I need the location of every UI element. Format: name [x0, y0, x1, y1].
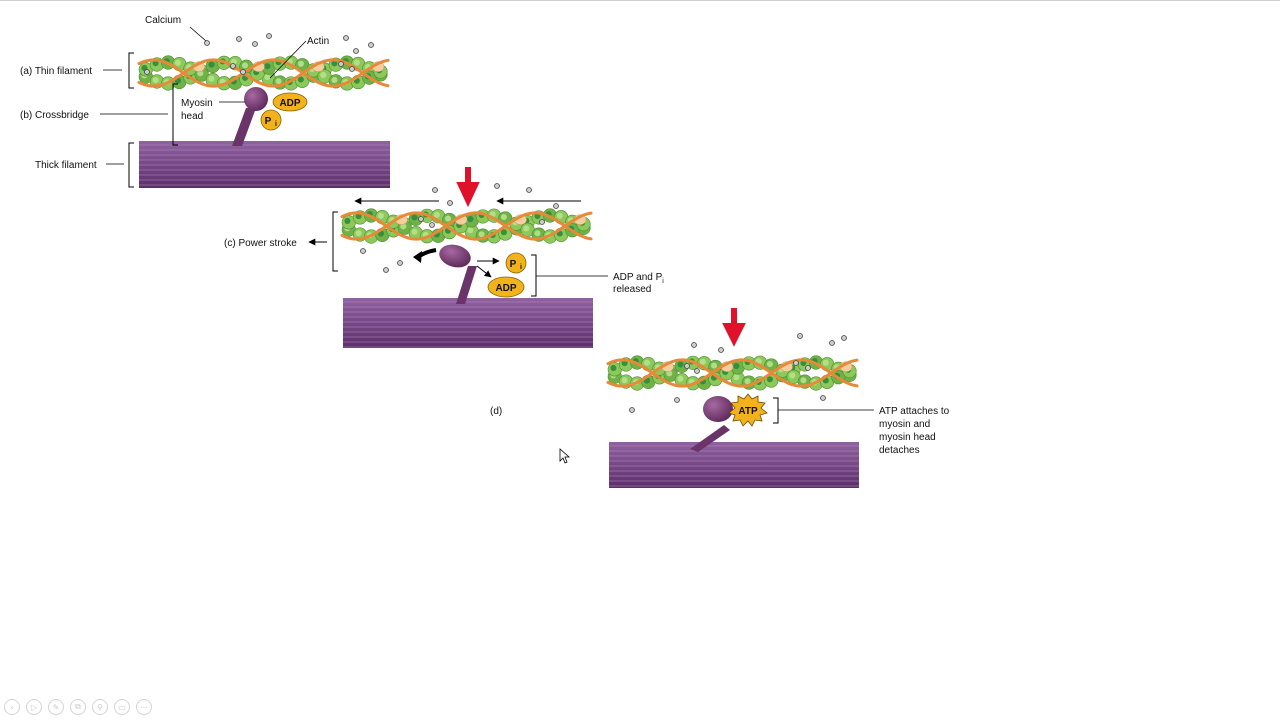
mouse-cursor-icon	[559, 448, 571, 464]
slideshow-toolbar: ‹ ▷ ✎ ⧉ ⚲ ▭ ⋯	[4, 699, 152, 715]
subtitles-icon[interactable]: ▭	[114, 699, 130, 715]
svg-text:i: i	[275, 121, 277, 128]
pi-badge: P i	[505, 252, 527, 274]
play-icon[interactable]: ▷	[26, 699, 42, 715]
thin-filament	[606, 355, 859, 391]
calcium-ions	[144, 33, 374, 75]
myosin-head	[703, 396, 733, 422]
crossbridge-label: (b) Crossbridge	[20, 110, 89, 121]
myosin-crossbridge	[690, 396, 733, 452]
power-stroke-label: (c) Power stroke	[224, 238, 297, 249]
thick-filament-label: Thick filament	[35, 160, 97, 171]
panel-d-label: (d)	[490, 406, 502, 417]
calcium-ions	[360, 183, 559, 273]
adp-badge: ADP	[272, 92, 308, 112]
adp-pi-released-label-2: released	[613, 284, 651, 295]
thick-filament	[343, 298, 593, 348]
thick-filament	[609, 442, 859, 488]
panel-a-b: ADP P i Calcium Actin (a) Thin filament	[20, 15, 390, 188]
panel-d: (d) ATP AT	[490, 308, 950, 488]
svg-text:i: i	[520, 264, 522, 271]
svg-text:ATP: ATP	[738, 406, 758, 417]
calcium-label: Calcium	[145, 15, 181, 26]
thin-filament	[340, 208, 593, 244]
thick-filament-bracket	[128, 142, 134, 188]
atp-bracket	[773, 397, 779, 424]
atp-attaches-label-3: myosin head	[879, 432, 936, 443]
svg-text:P: P	[265, 116, 272, 127]
thin-filament-bracket	[128, 52, 134, 89]
atp-attaches-label-2: myosin and	[879, 419, 930, 430]
zoom-icon[interactable]: ⚲	[92, 699, 108, 715]
released-bracket	[531, 254, 537, 297]
pi-badge: P i	[260, 109, 282, 131]
red-down-arrow	[722, 308, 746, 347]
thick-filament	[139, 141, 390, 188]
myosin-crossbridge	[232, 87, 268, 146]
atp-attaches-label-4: detaches	[879, 445, 920, 456]
svg-text:ADP: ADP	[279, 98, 300, 109]
top-border	[0, 0, 1280, 1]
panel-c: P i ADP (c) Power stroke ADP and Pi rele…	[224, 167, 664, 348]
atp-badge: ATP	[728, 393, 768, 427]
thin-filament-label: (a) Thin filament	[20, 66, 92, 77]
thin-filament	[137, 55, 390, 91]
actin-leader	[269, 40, 307, 79]
prev-icon[interactable]: ‹	[4, 699, 20, 715]
actin-label: Actin	[307, 36, 329, 47]
calcium-ions	[629, 333, 847, 413]
adp-pi-released-label-1: ADP and Pi	[613, 272, 664, 285]
calcium-leader	[189, 26, 207, 42]
svg-text:ADP: ADP	[495, 283, 516, 294]
myosin-crossbridge	[413, 244, 477, 304]
atp-attaches-label-1: ATP attaches to	[879, 406, 950, 417]
myosin-head	[244, 87, 268, 111]
power-stroke-bracket	[332, 211, 338, 272]
myosin-head-label-2: head	[181, 111, 203, 122]
pen-icon[interactable]: ✎	[48, 699, 64, 715]
myosin-head	[439, 244, 471, 268]
more-icon[interactable]: ⋯	[136, 699, 152, 715]
myosin-head-label-1: Myosin	[181, 98, 213, 109]
crossbridge-bracket	[172, 83, 178, 146]
svg-text:P: P	[510, 259, 517, 270]
adp-badge: ADP	[487, 276, 525, 298]
red-down-arrow	[456, 167, 480, 208]
copy-icon[interactable]: ⧉	[70, 699, 86, 715]
